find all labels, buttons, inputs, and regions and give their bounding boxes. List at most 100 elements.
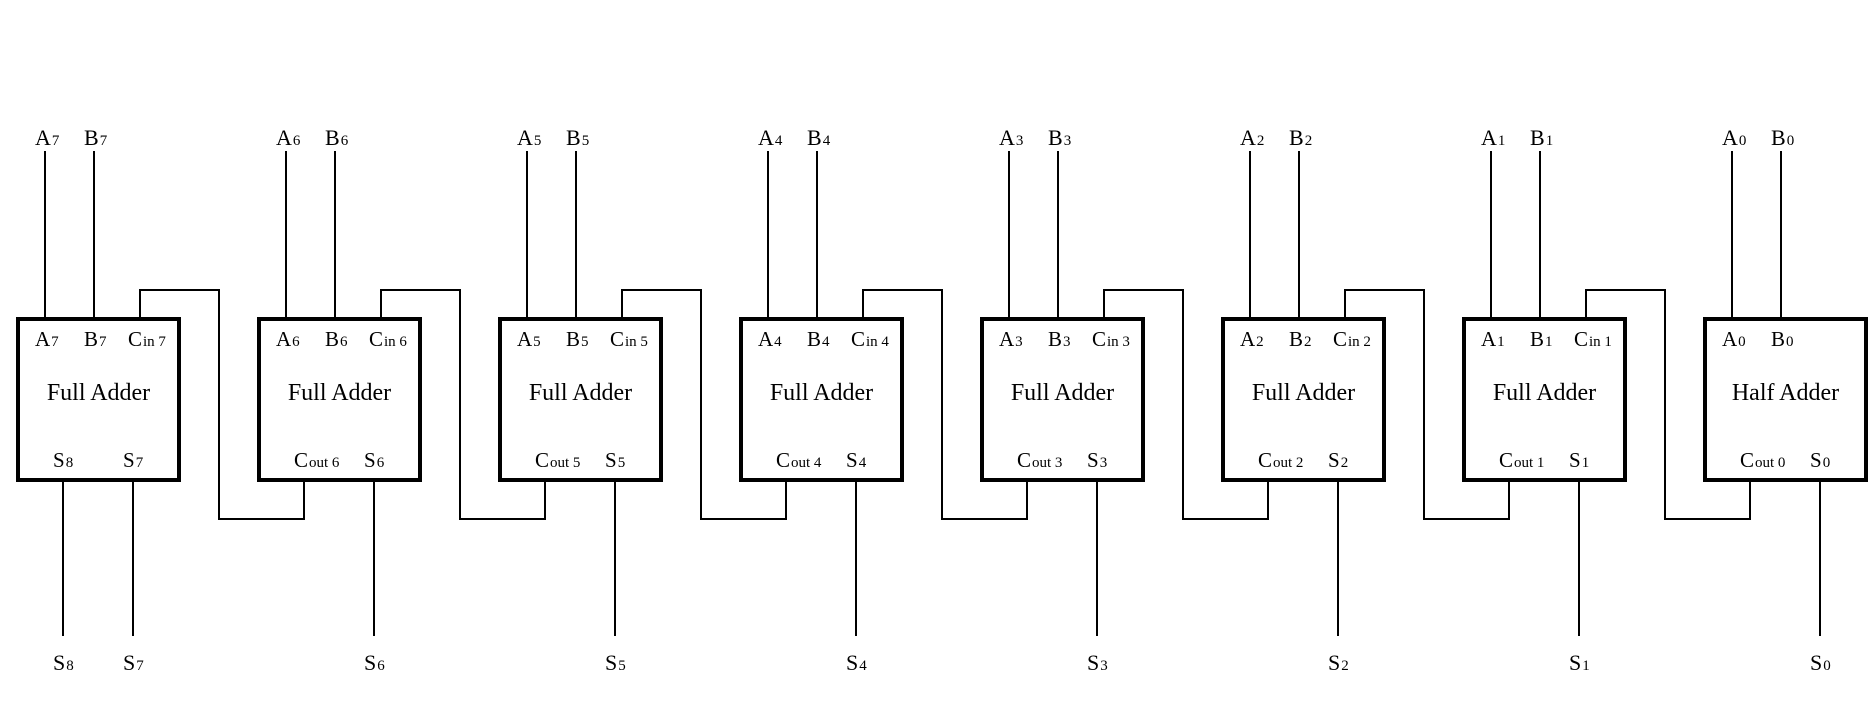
port-label-b-subscript: 1 — [1545, 334, 1553, 350]
port-label-out-left: Cout 3 — [1017, 448, 1062, 472]
port-label-b: B5 — [566, 327, 589, 351]
port-label-cin-letter: C — [1092, 327, 1106, 351]
input-label-a: A3 — [999, 125, 1023, 150]
input-label-a-subscript: 7 — [52, 133, 60, 149]
port-label-out-right-letter: S — [846, 448, 858, 472]
port-label-b-letter: B — [84, 327, 98, 351]
port-label-out-left-subscript: out 0 — [1755, 455, 1785, 471]
port-label-b: B4 — [807, 327, 830, 351]
sum-output-label: S6 — [364, 650, 385, 675]
port-label-b-subscript: 7 — [99, 334, 107, 350]
input-label-a-subscript: 3 — [1016, 133, 1024, 149]
port-label-cin-letter: C — [128, 327, 142, 351]
port-label-a-letter: A — [35, 327, 51, 351]
adder-title: Full Adder — [1493, 380, 1596, 406]
sum-output-label-subscript: 0 — [1823, 658, 1831, 674]
port-label-out-right-subscript: 7 — [136, 455, 144, 471]
port-label-a-letter: A — [758, 327, 774, 351]
full-adder-block — [498, 317, 663, 482]
port-label-out-left-subscript: out 5 — [550, 455, 580, 471]
port-label-out-right-subscript: 6 — [377, 455, 385, 471]
port-label-b-letter: B — [325, 327, 339, 351]
input-label-a: A1 — [1481, 125, 1505, 150]
input-label-b-letter: B — [84, 125, 99, 150]
sum-output-label: S5 — [605, 650, 626, 675]
port-label-a-letter: A — [517, 327, 533, 351]
port-label-out-left: Cout 2 — [1258, 448, 1303, 472]
port-label-out-right: S4 — [846, 448, 867, 472]
port-label-b-subscript: 6 — [340, 334, 348, 350]
input-label-a: A2 — [1240, 125, 1264, 150]
port-label-out-left-letter: C — [1740, 448, 1754, 472]
carry-chain-wire — [1585, 289, 1751, 520]
carry-chain-wire — [862, 289, 1028, 520]
full-adder-block — [257, 317, 422, 482]
adder-title: Full Adder — [770, 380, 873, 406]
port-label-b-letter: B — [1530, 327, 1544, 351]
port-label-a-letter: A — [1240, 327, 1256, 351]
input-label-b-letter: B — [1048, 125, 1063, 150]
input-label-b-subscript: 6 — [341, 133, 349, 149]
port-label-out-right: S0 — [1810, 448, 1830, 472]
input-label-b-letter: B — [325, 125, 340, 150]
port-label-out-right-letter: S — [1569, 448, 1581, 472]
port-label-out-left-letter: C — [294, 448, 308, 472]
sum-output-label-subscript: 2 — [1341, 658, 1349, 674]
port-label-b: B3 — [1048, 327, 1071, 351]
input-label-b: B4 — [807, 125, 831, 150]
port-label-out-left: Cout 4 — [776, 448, 822, 472]
input-label-b: B3 — [1048, 125, 1071, 150]
carry-chain-wire — [1344, 289, 1510, 520]
sum-output-label-letter: S — [1810, 650, 1822, 675]
port-label-a-letter: A — [999, 327, 1015, 351]
port-label-out-right: S5 — [605, 448, 625, 472]
port-label-b-letter: B — [807, 327, 821, 351]
port-label-b: B1 — [1530, 327, 1553, 351]
input-label-a: A6 — [276, 125, 301, 150]
port-label-out-left-letter: S — [53, 448, 65, 472]
port-label-cin-subscript: in 6 — [384, 334, 407, 350]
port-label-cin-letter: C — [610, 327, 624, 351]
port-label-a-subscript: 3 — [1015, 334, 1023, 350]
sum-output-label: S1 — [1569, 650, 1590, 675]
sum-output-label: S0 — [1810, 650, 1831, 675]
input-label-b-subscript: 7 — [100, 133, 108, 149]
port-label-a: A6 — [276, 327, 300, 351]
adder-blocks-layer — [16, 317, 1868, 482]
input-label-a: A7 — [35, 125, 60, 150]
port-label-a-subscript: 6 — [292, 334, 300, 350]
port-label-out-right: S3 — [1087, 448, 1107, 472]
sum-output-label-letter: S — [53, 650, 65, 675]
port-label-out-left-subscript: out 4 — [791, 455, 822, 471]
sum-output-label-letter: S — [1087, 650, 1099, 675]
full-adder-block — [1462, 317, 1627, 482]
port-label-a: A7 — [35, 327, 59, 351]
port-label-b-letter: B — [1771, 327, 1785, 351]
port-label-out-left-letter: C — [776, 448, 790, 472]
port-label-cin-letter: C — [851, 327, 865, 351]
input-label-a-subscript: 2 — [1257, 133, 1265, 149]
input-label-a-subscript: 0 — [1739, 133, 1747, 149]
wires-layer — [44, 151, 1821, 636]
adder-title: Half Adder — [1732, 380, 1839, 406]
sum-output-label-subscript: 1 — [1582, 658, 1590, 674]
input-label-a-letter: A — [276, 125, 292, 150]
input-label-b-subscript: 2 — [1305, 133, 1313, 149]
sum-output-label: S8 — [53, 650, 74, 675]
port-label-cin: Cin 6 — [369, 327, 407, 351]
port-label-b: B0 — [1771, 327, 1794, 351]
port-label-out-left: Cout 6 — [294, 448, 340, 472]
carry-chain-wire — [1103, 289, 1269, 520]
sum-output-label-letter: S — [123, 650, 135, 675]
port-label-out-right-subscript: 1 — [1582, 455, 1590, 471]
input-label-a: A5 — [517, 125, 541, 150]
adder-title: Full Adder — [47, 380, 150, 406]
sum-output-label-letter: S — [605, 650, 617, 675]
port-label-out-right-letter: S — [605, 448, 617, 472]
sum-output-label-letter: S — [846, 650, 858, 675]
port-label-cin-subscript: in 3 — [1107, 334, 1130, 350]
port-label-a-subscript: 0 — [1738, 334, 1746, 350]
port-label-out-right-letter: S — [1810, 448, 1822, 472]
